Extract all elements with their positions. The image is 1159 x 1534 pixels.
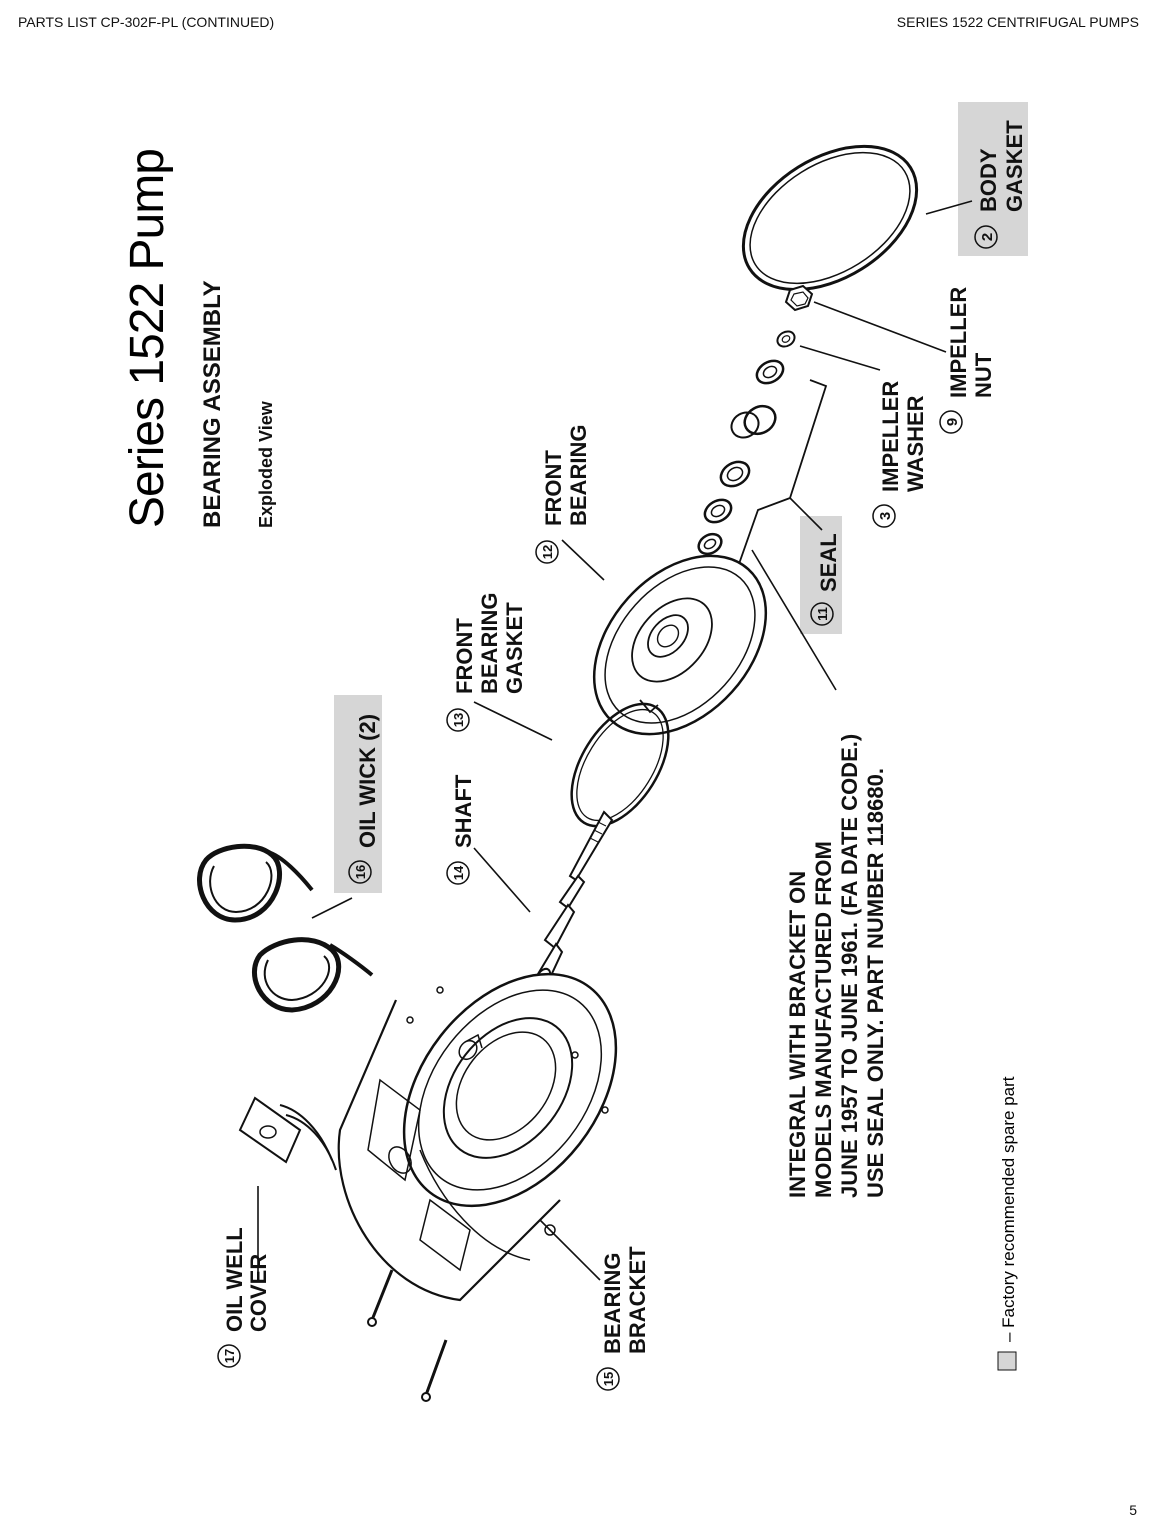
callout-front-bearing-gasket: 13 FRONT BEARING GASKET [446,593,527,732]
callout-label-line1: FRONT [541,450,566,526]
impeller-nut-hex [784,284,814,312]
callout-label-line2: BEARING [477,593,502,694]
number-circle [348,860,372,884]
number-circle [446,708,470,732]
leader-seal [789,497,823,531]
leader-bearing-bracket [539,1219,601,1281]
oil-wick-highlight [334,695,382,893]
callout-number: 2 [979,233,996,241]
leader-oil-wick [311,897,353,919]
callout-label-line1: SEAL [816,533,841,592]
callout-number: 15 [601,1372,616,1386]
note-line1: INTEGRAL WITH BRACKET ON [785,871,810,1198]
callout-label-line1: SHAFT [451,774,476,848]
oil-well-cover-part [238,1096,337,1171]
number-circle [446,861,470,885]
callout-label-line1: OIL WICK (2) [355,714,380,848]
mounting-screws [367,1269,448,1402]
leader-note [751,549,837,691]
callout-front-bearing: 12 FRONT BEARING [535,425,591,564]
number-circle [939,410,963,434]
callout-body-gasket: 2 BODY GASKET [974,120,1027,249]
note-line4: USE SEAL ONLY. PART NUMBER 118680. [863,768,888,1198]
shaft-part [534,810,614,989]
callout-oil-well-cover: 17 OIL WELL COVER [217,1227,271,1368]
front-bearing-gasket-ring [570,702,670,828]
callout-label-line2: NUT [971,352,996,398]
callout-label-line1: BEARING [600,1253,625,1354]
callout-number: 13 [451,713,466,727]
seal-components [685,359,785,582]
callout-number: 17 [222,1349,237,1363]
number-circle [810,602,834,626]
callout-number: 9 [944,418,961,426]
callout-label-line2: BRACKET [625,1246,650,1354]
leader-front-bearing-gasket [473,701,553,741]
callout-label-line1: BODY [976,148,1001,212]
callout-label-line1: FRONT [452,618,477,694]
diagram-subtitle: BEARING ASSEMBLY [199,280,226,528]
seal-highlight [800,516,842,634]
callout-label-line2: WASHER [903,395,928,492]
leader-front-bearing [561,539,605,581]
callout-impeller-nut: 9 IMPELLER NUT [939,287,996,434]
leader-impeller-washer [799,345,881,371]
impeller-washer [776,330,796,348]
callout-seal: 11 SEAL [810,533,841,626]
callout-label-line2: GASKET [1002,120,1027,212]
callout-number: 11 [815,607,830,621]
callout-oil-wick: 16 OIL WICK (2) [348,714,380,884]
page-number: 5 [1129,1502,1137,1518]
note-line2: MODELS MANUFACTURED FROM [811,841,836,1198]
leader-body-gasket [925,200,973,215]
callout-label-line2: BEARING [566,425,591,526]
number-circle [596,1367,620,1391]
number-circle [217,1344,241,1368]
number-circle [872,504,896,528]
note-line3: JUNE 1957 TO JUNE 1961. (FA DATE CODE.) [837,734,862,1198]
header-left: PARTS LIST CP-302F-PL (CONTINUED) [18,14,275,30]
integral-note: INTEGRAL WITH BRACKET ON MODELS MANUFACT… [785,734,888,1198]
callout-number: 12 [540,545,555,559]
legend-swatch [997,1351,1017,1371]
callout-number: 16 [353,865,368,879]
callout-shaft: 14 SHAFT [446,774,476,885]
leader-shaft [473,847,531,913]
diagram-view-label: Exploded View [256,400,276,528]
parts-drawing [197,144,973,1402]
callout-number: 3 [877,512,894,520]
number-circle [535,540,559,564]
legend-text: – Factory recommended spare part [999,1076,1018,1342]
callout-label-line1: IMPELLER [878,381,903,492]
oil-wick-coils [197,843,374,1013]
front-bearing-disk [592,554,768,736]
leader-impeller-nut [813,301,947,353]
bearing-bracket-housing [337,972,618,1302]
callout-label-line3: GASKET [502,602,527,694]
body-gasket-highlight [958,102,1028,256]
callout-impeller-washer: 3 IMPELLER WASHER [872,381,928,528]
body-gasket-ring [741,144,919,292]
header-right: SERIES 1522 CENTRIFUGAL PUMPS [896,14,1139,30]
callout-label-line1: OIL WELL [222,1227,247,1332]
callout-number: 14 [451,865,466,880]
diagram-title: Series 1522 Pump [121,149,174,528]
callout-bearing-bracket: 15 BEARING BRACKET [596,1246,650,1391]
callout-label-line1: IMPELLER [946,287,971,398]
number-circle [974,225,998,249]
